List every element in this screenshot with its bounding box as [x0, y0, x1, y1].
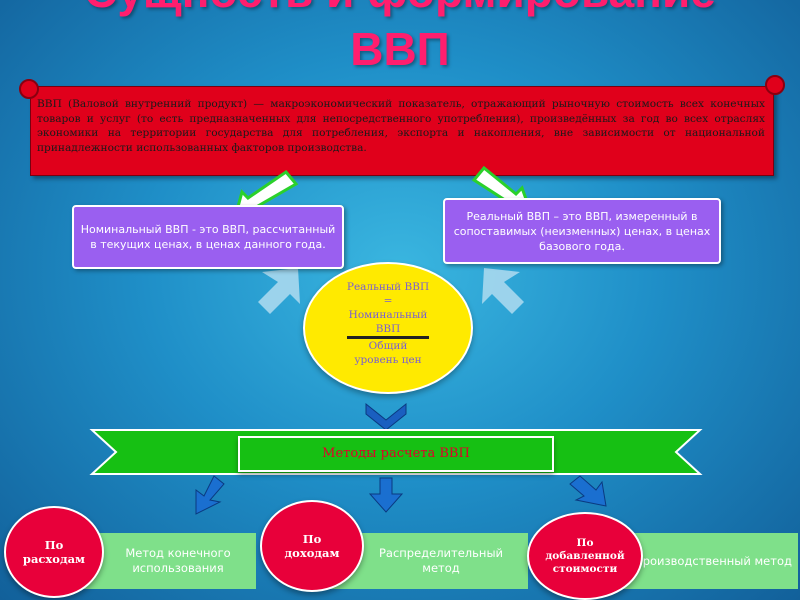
- real-gdp-card: Реальный ВВП – это ВВП, измеренный в соп…: [443, 198, 721, 264]
- formula-denominator: Общий уровень цен: [354, 340, 422, 366]
- nominal-gdp-card: Номинальный ВВП - это ВВП, рассчитанный …: [72, 205, 344, 269]
- method-circle-text: По доходам: [284, 532, 340, 560]
- definition-scroll: ВВП (Валовой внутренний продукт) — макро…: [19, 75, 785, 176]
- page-title-line1: Сущность и формирование: [0, 0, 800, 14]
- down-arrow-left-icon: [195, 475, 225, 515]
- nominal-gdp-text: Номинальный ВВП - это ВВП, рассчитанный …: [80, 223, 336, 251]
- definition-text: ВВП (Валовой внутренний продукт) — макро…: [37, 98, 765, 154]
- page-title-line2: ВВП: [350, 23, 450, 75]
- formula-numerator: Номинальный ВВП: [347, 308, 429, 339]
- chevron-down-icon: [365, 402, 407, 431]
- method-card-text: Распределительный метод: [378, 546, 504, 575]
- method-circle-value-added: По добавленной стоимости: [527, 512, 643, 600]
- down-arrow-right-icon: [569, 475, 607, 507]
- formula-lhs: Реальный ВВП: [346, 281, 430, 293]
- down-arrow-center-icon: [368, 477, 404, 513]
- scroll-curl-left: [19, 79, 39, 99]
- method-circle-expenditure: По расходам: [4, 506, 104, 598]
- method-circle-income: По доходам: [260, 500, 364, 592]
- scroll-curl-right: [765, 75, 785, 95]
- blue-arrow-right-icon: [482, 268, 524, 314]
- method-circle-text: По расходам: [22, 538, 86, 566]
- formula-equals: =: [383, 295, 393, 307]
- method-circle-text: По добавленной стоимости: [545, 536, 625, 575]
- real-gdp-text: Реальный ВВП – это ВВП, измеренный в соп…: [453, 209, 711, 253]
- method-card-text: Производственный метод: [634, 553, 792, 568]
- blue-arrow-left-icon: [258, 268, 300, 314]
- method-card-text: Метод конечного использования: [125, 546, 231, 575]
- formula-ellipse: Реальный ВВП = Номинальный ВВП Общий уро…: [303, 262, 473, 394]
- methods-label: Методы расчета ВВП: [238, 436, 554, 472]
